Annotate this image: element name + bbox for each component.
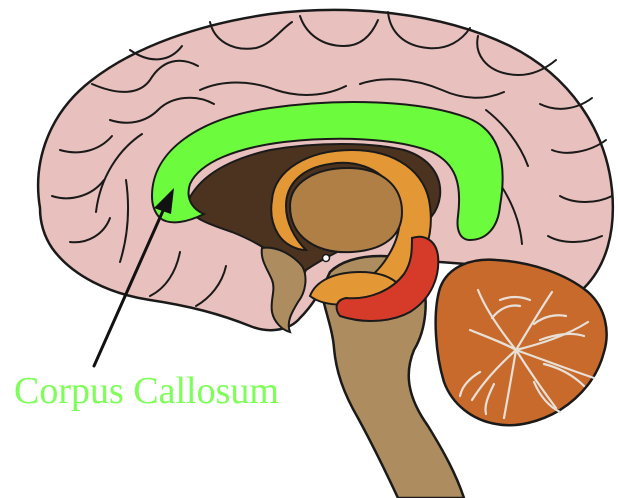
corpus-callosum-label: Corpus Callosum <box>14 368 279 414</box>
pineal-dot <box>323 255 330 262</box>
thalamus <box>290 168 402 252</box>
